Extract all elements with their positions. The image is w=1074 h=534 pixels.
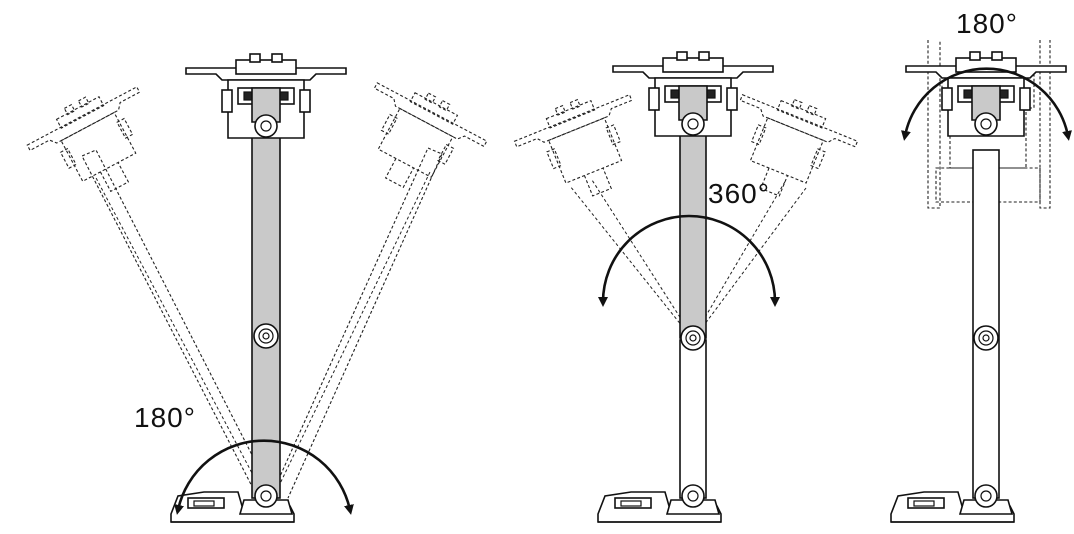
rotation-arrow-head — [901, 67, 1072, 141]
panel-tilt — [19, 53, 495, 523]
ceiling-bracket — [905, 51, 1067, 137]
rotation-arrow-rotate — [598, 214, 780, 307]
ghost-pole-left — [19, 73, 273, 499]
base-plate — [597, 484, 722, 523]
rotation-arrow-tilt — [174, 439, 354, 515]
base-plate — [170, 484, 295, 523]
mount-pole — [679, 111, 707, 499]
head-angle-label: 180° — [956, 8, 1018, 39]
ceiling-bracket — [612, 51, 774, 137]
tilt-angle-label: 180° — [134, 402, 196, 433]
base-plate — [890, 484, 1015, 523]
mount-pole — [972, 149, 1000, 499]
rotate-angle-label: 360° — [708, 178, 770, 209]
panel-rotate — [508, 51, 864, 523]
ghost-head-left — [508, 80, 693, 337]
panel-head — [890, 40, 1072, 523]
ghost-pole-right — [271, 69, 495, 499]
ghost-head-right — [693, 80, 864, 337]
ceiling-bracket — [185, 53, 347, 139]
